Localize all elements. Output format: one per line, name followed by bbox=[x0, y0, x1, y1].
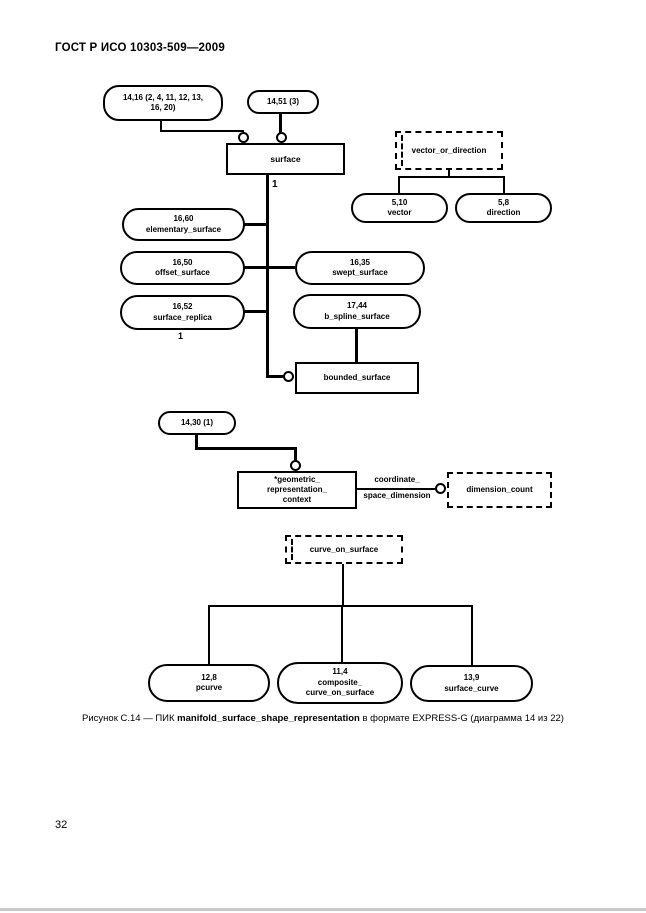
connector-14-30-v2 bbox=[294, 447, 297, 461]
figure-caption: Рисунок С.14 — ПИК manifold_surface_shap… bbox=[0, 713, 646, 724]
pageref-oval-b-spline-surface: 17,44 b_spline_surface bbox=[293, 294, 421, 329]
select-curve-on-surface: curve_on_surface bbox=[285, 535, 403, 564]
pageref-oval-offset-surface: 16,50 offset_surface bbox=[120, 251, 245, 285]
attribute-label-line2: space_dimension bbox=[363, 491, 431, 500]
attribute-line-coordinate-space-dimension bbox=[357, 488, 436, 490]
connector-offset-surface bbox=[244, 266, 266, 269]
relation-circle-surface-2 bbox=[276, 132, 287, 143]
relation-circle-grc bbox=[290, 460, 301, 471]
type-dimension-count: dimension_count bbox=[447, 472, 552, 508]
figure-caption-term: manifold_surface_shape_representation bbox=[177, 713, 360, 724]
connector-b-spline-bounded bbox=[355, 328, 358, 362]
relation-circle-bounded-surface bbox=[283, 371, 294, 382]
connector-surface-replica bbox=[244, 310, 266, 313]
standard-number-header: ГОСТ Р ИСО 10303-509—2009 bbox=[55, 42, 225, 54]
cos-tree-drop-surface-curve bbox=[471, 605, 473, 666]
select-curve-on-surface-label: curve_on_surface bbox=[309, 544, 379, 554]
connector-trunk-bounded bbox=[266, 375, 284, 378]
pageref-oval-composite-curve-on-surface: 11,4 composite_ curve_on_surface bbox=[277, 662, 403, 704]
figure-caption-suffix: в формате EXPRESS-G (диаграмма 14 из 22) bbox=[359, 713, 564, 724]
entity-surface: surface bbox=[226, 143, 345, 175]
cos-tree-drop-pcurve bbox=[208, 605, 210, 665]
supertype-trunk-line bbox=[266, 175, 269, 377]
entity-bounded-surface: bounded_surface bbox=[295, 362, 419, 394]
connector-pageref-multi-h bbox=[160, 130, 244, 132]
pageref-oval-14-30: 14,30 (1) bbox=[158, 411, 236, 435]
connector-14-30-v1 bbox=[195, 434, 198, 450]
page-number: 32 bbox=[55, 819, 68, 831]
relation-circle-surface-1 bbox=[238, 132, 249, 143]
supertype-count-label: 1 bbox=[272, 179, 278, 190]
pageref-oval-surface-replica: 16,52 surface_replica bbox=[120, 295, 245, 330]
vod-tree-bar bbox=[398, 176, 505, 178]
pageref-oval-pcurve: 12,8 pcurve bbox=[148, 664, 270, 702]
connector-pageref-51-v bbox=[279, 113, 282, 133]
connector-elementary-surface bbox=[244, 223, 266, 226]
vod-tree-drop-vector bbox=[398, 176, 400, 194]
pageref-oval-vector: 5,10 vector bbox=[351, 193, 448, 223]
vod-tree-drop-direction bbox=[503, 176, 505, 194]
attribute-label-line1: coordinate_ bbox=[374, 475, 420, 484]
connector-swept-surface bbox=[268, 266, 295, 269]
entity-geometric-representation-context: *geometric_ representation_ context bbox=[237, 471, 357, 509]
page-edge-line bbox=[0, 908, 646, 911]
pageref-oval-elementary-surface: 16,60 elementary_surface bbox=[122, 208, 245, 241]
replica-count-label: 1 bbox=[178, 331, 184, 341]
cos-tree-drop-composite bbox=[341, 605, 343, 663]
relation-circle-dimension-count bbox=[435, 483, 446, 494]
select-vector-or-direction: vector_or_direction bbox=[395, 131, 503, 170]
pageref-oval-14-51: 14,51 (3) bbox=[247, 90, 319, 114]
cos-tree-bar bbox=[208, 605, 473, 607]
vod-tree-stem bbox=[448, 168, 450, 178]
connector-pageref-multi-v bbox=[160, 121, 162, 132]
select-vector-or-direction-label: vector_or_direction bbox=[411, 145, 487, 155]
pageref-oval-surface-multi: 14,16 (2, 4, 11, 12, 13, 16, 20) bbox=[103, 85, 223, 121]
pageref-oval-swept-surface: 16,35 swept_surface bbox=[295, 251, 425, 285]
figure-caption-prefix: Рисунок С.14 — ПИК bbox=[82, 713, 178, 724]
connector-14-30-h bbox=[195, 447, 297, 450]
select-type-marker bbox=[401, 135, 403, 166]
select-type-marker bbox=[291, 539, 293, 560]
cos-tree-stem bbox=[342, 564, 344, 607]
pageref-oval-direction: 5,8 direction bbox=[455, 193, 552, 223]
pageref-oval-surface-curve: 13,9 surface_curve bbox=[410, 665, 533, 702]
